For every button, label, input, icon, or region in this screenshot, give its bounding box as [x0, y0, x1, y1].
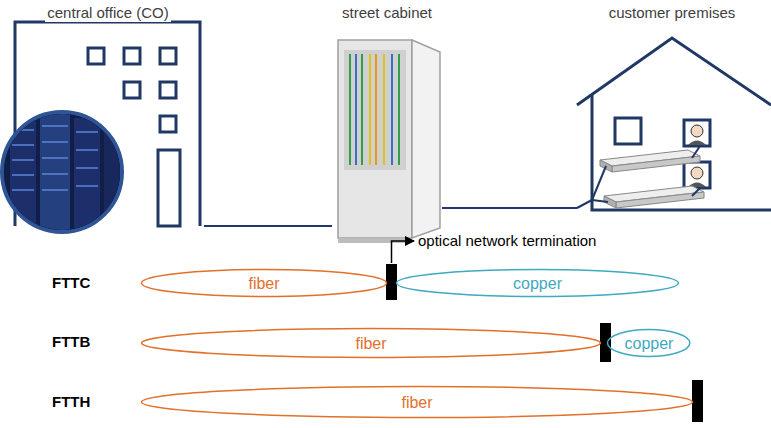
site-heading: central office (CO): [45, 4, 170, 22]
technology-label: FTTH: [52, 393, 90, 411]
ellipse-outline: [397, 270, 679, 297]
site-heading: street cabinet: [340, 4, 434, 22]
technology-label: FTTC: [52, 274, 90, 292]
leader-arrow: [392, 241, 415, 263]
ellipse-outline: [142, 270, 387, 297]
medium-label: fiber: [355, 334, 386, 353]
medium-label: copper: [513, 274, 562, 293]
link-ellipse: fiber: [140, 385, 694, 419]
link-ellipse: fiber: [140, 327, 602, 359]
street-cabinet: [338, 40, 440, 243]
link-ellipse: fiber: [140, 268, 388, 298]
house: [577, 38, 771, 210]
link-ellipse: copper: [606, 328, 691, 358]
callout-label: optical network termination: [418, 232, 596, 250]
ellipse-outline: [142, 329, 601, 358]
ont-bar: [386, 264, 703, 422]
medium-label: fiber: [401, 393, 432, 412]
link-ellipse: copper: [395, 268, 680, 298]
technology-label: FTTB: [52, 333, 90, 351]
medium-label: fiber: [248, 274, 279, 293]
server-room-photo: [0, 110, 130, 240]
cable-line: [204, 225, 332, 227]
house-wiring: [577, 146, 700, 208]
medium-label: copper: [625, 334, 674, 353]
site-node: customer premises: [577, 4, 767, 214]
ellipse-outline: [142, 387, 693, 418]
site-node: street cabinet: [332, 4, 442, 240]
site-node: central office (CO): [12, 4, 204, 230]
cable-line: [442, 207, 577, 209]
modem: [600, 150, 704, 208]
site-heading: customer premises: [607, 4, 738, 22]
ellipse-outline: [608, 330, 690, 357]
